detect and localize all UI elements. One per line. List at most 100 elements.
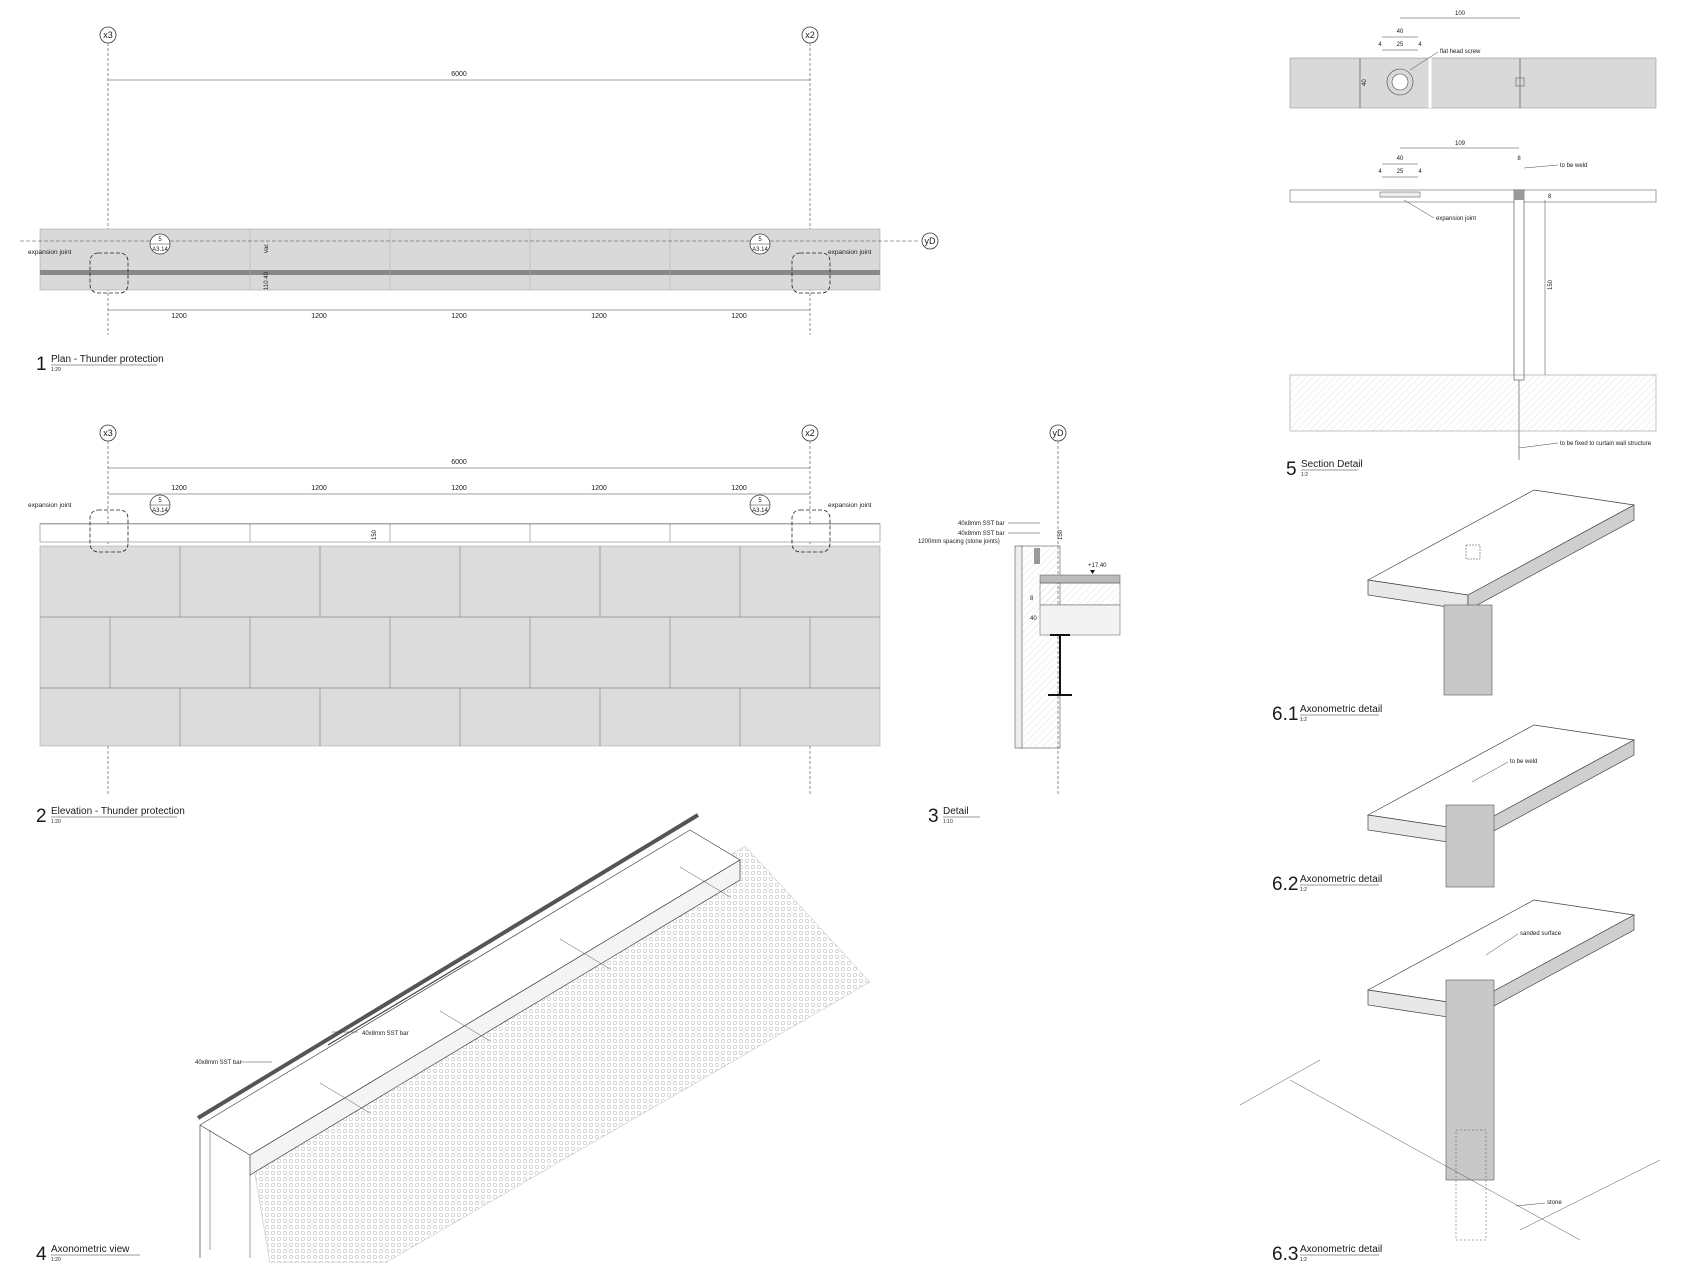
plan-view: x3 x2 6000 yD expansion joint expansion … bbox=[20, 26, 939, 375]
expansion-joint-right bbox=[791, 252, 831, 294]
detail-dim-small: 8 bbox=[1030, 596, 1034, 602]
svg-text:5: 5 bbox=[1286, 459, 1297, 480]
expansion-joint-elev-left bbox=[89, 509, 129, 553]
svg-text:Plan - Thunder protection: Plan - Thunder protection bbox=[51, 354, 164, 365]
svg-text:3: 3 bbox=[928, 806, 939, 827]
view-title-6-2: 6.2 Axonometric detail 1:2 bbox=[1272, 874, 1382, 895]
plan-bay-dim: 1200 bbox=[311, 313, 327, 320]
plan-dim-var: var. bbox=[264, 243, 270, 253]
detail-note-1: 40x8mm SST bar bbox=[958, 521, 1005, 527]
sec-mid-dim: 8 bbox=[1548, 194, 1552, 200]
view-title-6-3: 6.3 Axonometric detail 1:2 bbox=[1272, 1244, 1382, 1263]
sec-mid-dim: 25 bbox=[1397, 169, 1404, 175]
sec-dim-top: 100 bbox=[1455, 11, 1466, 17]
svg-text:1:2: 1:2 bbox=[1300, 717, 1307, 723]
elev-bay-dim: 1200 bbox=[171, 485, 187, 492]
svg-text:x3: x3 bbox=[103, 428, 113, 438]
sec-mid-dim: 4 bbox=[1418, 169, 1422, 175]
section-detail-3: yD +17.40 40x8mm SST bar 40x8mm SST bar … bbox=[918, 424, 1121, 827]
elev-bay-dim: 1200 bbox=[311, 485, 327, 492]
axo-detail-6-1: 6.1 Axonometric detail 1:2 bbox=[1272, 489, 1636, 725]
sec-screw-label: flat head screw bbox=[1440, 49, 1481, 55]
sec-mid-dim: 4 bbox=[1378, 169, 1382, 175]
plan-bay-dim: 1200 bbox=[171, 313, 187, 320]
svg-text:A3.14: A3.14 bbox=[752, 247, 768, 253]
expansion-joint-elev-right bbox=[791, 509, 831, 553]
axo-detail-6-3: sanded surface stone 6.3 Axonometric det… bbox=[1239, 899, 1661, 1263]
svg-text:Elevation - Thunder protection: Elevation - Thunder protection bbox=[51, 806, 185, 817]
svg-text:A3.14: A3.14 bbox=[152, 247, 168, 253]
level-marker: +17.40 bbox=[1088, 563, 1107, 569]
callout-plan-left: 5 A3.14 bbox=[149, 233, 171, 255]
detail-dim-top: 150 bbox=[1058, 529, 1064, 540]
elev-bay-dim: 1200 bbox=[731, 485, 747, 492]
elev-dim-height: 150 bbox=[372, 529, 378, 540]
svg-text:x2: x2 bbox=[805, 30, 815, 40]
elev-overall-dim: 6000 bbox=[451, 459, 467, 466]
svg-text:6.3: 6.3 bbox=[1272, 1244, 1298, 1263]
view-title-2: 2 Elevation - Thunder protection 1:20 bbox=[36, 806, 185, 827]
elev-bay-dim: 1200 bbox=[591, 485, 607, 492]
svg-text:1:20: 1:20 bbox=[51, 819, 61, 825]
svg-text:6.1: 6.1 bbox=[1272, 704, 1298, 725]
detail-note-2: 40x8mm SST bar bbox=[958, 531, 1005, 537]
svg-text:5: 5 bbox=[158, 237, 162, 243]
svg-text:Axonometric detail: Axonometric detail bbox=[1300, 874, 1382, 885]
sec-mid-dim: 109 bbox=[1455, 141, 1466, 147]
sec-dim: 40 bbox=[1397, 29, 1404, 35]
axo-sanded-label: sanded surface bbox=[1520, 931, 1562, 937]
sec-height-dim: 150 bbox=[1548, 279, 1554, 290]
axonometric-view: 40x8mm SST bar 40x8mm SST bar 4 Axonomet… bbox=[36, 813, 871, 1263]
sst-bar-long bbox=[196, 813, 700, 1120]
sst-bar-plan bbox=[40, 270, 880, 275]
callout-elev-left: 5 A3.14 bbox=[149, 494, 171, 516]
svg-text:1:2: 1:2 bbox=[1300, 1257, 1307, 1263]
elev-bay-dim: 1200 bbox=[451, 485, 467, 492]
sec-mid-dim: 40 bbox=[1397, 156, 1404, 162]
svg-text:4: 4 bbox=[36, 1244, 47, 1263]
svg-text:2: 2 bbox=[36, 806, 47, 827]
svg-text:1:10: 1:10 bbox=[943, 819, 953, 825]
svg-text:1:2: 1:2 bbox=[1300, 887, 1307, 893]
axon-label-short: 40x8mm SST bar bbox=[362, 1031, 409, 1037]
view-title-5: 5 Section Detail 1:2 bbox=[1286, 459, 1363, 480]
grid-marker-x2: x2 bbox=[801, 26, 819, 335]
axo-weld-label: to be weld bbox=[1510, 759, 1537, 765]
svg-text:Axonometric detail: Axonometric detail bbox=[1300, 704, 1382, 715]
elev-joint-label-right: expansion joint bbox=[828, 502, 872, 509]
sec-weld-label: to be weld bbox=[1560, 163, 1587, 169]
detail-note-3: 1200mm spacing (stone joints) bbox=[918, 539, 1000, 545]
plan-overall-dim: 6000 bbox=[451, 71, 467, 78]
plan-joint-label-right: expansion joint bbox=[828, 249, 872, 256]
view-title-1: 1 Plan - Thunder protection 1:20 bbox=[36, 354, 164, 375]
sec-mid-dim: 8 bbox=[1517, 156, 1521, 162]
grid-marker-yd-plan: yD bbox=[921, 232, 939, 250]
svg-text:1: 1 bbox=[36, 354, 47, 375]
svg-text:5: 5 bbox=[758, 237, 762, 243]
svg-text:5: 5 bbox=[758, 498, 762, 504]
svg-text:Detail: Detail bbox=[943, 806, 969, 817]
sec-dim: 40 bbox=[1362, 79, 1368, 86]
sst-bar-short bbox=[327, 959, 471, 1046]
sec-dim: 25 bbox=[1397, 42, 1404, 48]
plan-dim-depth: 110 40 bbox=[264, 271, 270, 290]
coping-plan bbox=[39, 228, 881, 291]
expansion-joint-left bbox=[89, 252, 129, 294]
callout-elev-right: 5 A3.14 bbox=[749, 494, 771, 516]
sec-dim: 4 bbox=[1418, 42, 1422, 48]
svg-text:A3.14: A3.14 bbox=[152, 508, 168, 514]
sec-joint-label: expansion joint bbox=[1436, 216, 1476, 222]
svg-text:Section Detail: Section Detail bbox=[1301, 459, 1363, 470]
view-title-6-1: 6.1 Axonometric detail 1:2 bbox=[1272, 704, 1382, 725]
elevation-view: x3 x2 6000 1200 1200 1200 1200 1200 150 bbox=[28, 424, 881, 827]
svg-text:Axonometric view: Axonometric view bbox=[51, 1244, 130, 1255]
view-title-4: 4 Axonometric view 1:20 bbox=[36, 1244, 140, 1263]
callout-plan-right: 5 A3.14 bbox=[749, 233, 771, 255]
svg-text:5: 5 bbox=[158, 498, 162, 504]
svg-text:A3.14: A3.14 bbox=[752, 508, 768, 514]
elev-joint-label-left: expansion joint bbox=[28, 502, 72, 509]
grid-marker-x3: x3 bbox=[99, 26, 117, 335]
sec-fixing-label: to be fixed to curtain wall structure bbox=[1560, 441, 1652, 447]
axon-label-long: 40x8mm SST bar bbox=[195, 1060, 242, 1066]
